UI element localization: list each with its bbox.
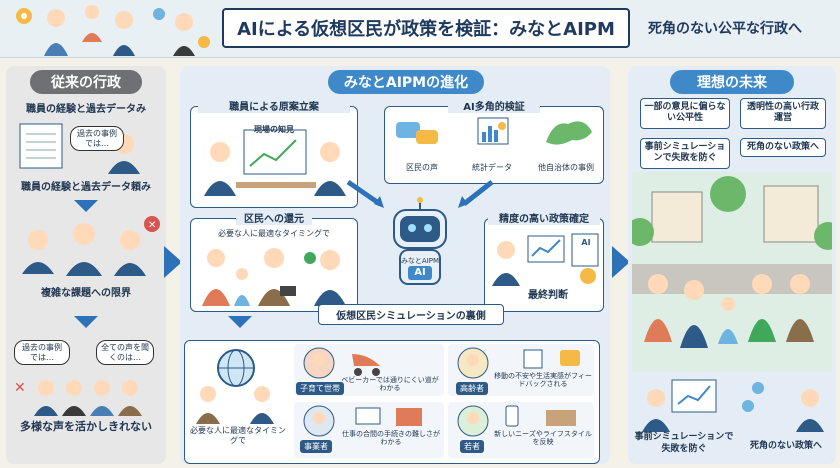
transition-arrow-icon (612, 246, 630, 278)
chat-icon (153, 8, 165, 20)
future-bottom-illustration (642, 379, 824, 432)
sim-note-childcare: ベビーカーでは通りにくい道がわかる (341, 376, 439, 393)
sim-role-childcare: 子育て世帯 (296, 382, 344, 395)
header-band: AIによる仮想区民が政策を検証：みなとAIPM 死角のない公平な行政へ (0, 0, 840, 58)
header-people-left-illustration (16, 5, 210, 56)
future-town-illustration (632, 172, 832, 372)
traditional-heading: 従来の行政 (30, 70, 142, 94)
return-title: 区民への還元 (236, 210, 312, 225)
all-voices-bubble: 全ての声を聞くのは… (96, 340, 154, 366)
draft-board-label: 現場の知見 (254, 125, 294, 134)
policy-final-label: 最終判断 (528, 290, 568, 301)
future-tag-no-blindspot: 死角のない政策へ (740, 138, 826, 158)
draft-title: 職員による原案立案 (198, 98, 350, 113)
future-bottom-left-caption: 事前シミュレーションで失敗を防ぐ (634, 432, 734, 454)
business-avatar (303, 405, 335, 437)
sim-role-youth: 若者 (460, 440, 484, 453)
svg-text:✕: ✕ (148, 220, 156, 231)
aipm-heading: みなとAIPMの進化 (328, 70, 484, 94)
page-subtitle: 死角のない公平な行政へ (648, 21, 802, 37)
policy-chart-label: AI (581, 238, 591, 247)
policy-decision-illustration (492, 233, 599, 286)
traditional-box3-caption: 多様な声を活かしきれない (20, 420, 152, 433)
down-arrow-icon (74, 200, 98, 212)
laptop-shop-icon (355, 407, 422, 426)
page-title: AIによる仮想区民が政策を検証：みなとAIPM (222, 8, 630, 48)
return-subtitle: 必要な人に最適なタイミングで (218, 229, 330, 238)
elderly-avatar (457, 347, 489, 379)
sim-role-business: 事業者 (300, 440, 332, 453)
policy-title: 精度の高い政策確定 (488, 210, 600, 225)
robot-label: みなとAIPM (400, 257, 440, 265)
simulation-title: 仮想区民シミュレーションの裏側 (318, 304, 504, 325)
person-icon (304, 252, 316, 264)
childcare-avatar (303, 347, 335, 379)
future-tag-fairness: 一部の意見に偏らない公平性 (640, 98, 730, 129)
traditional-box1-title: 職員の経験と過去データみ (26, 104, 146, 115)
future-heading: 理想の未来 (670, 70, 794, 94)
future-tag-transparency: 透明性の高い行政運営 (740, 98, 826, 129)
sim-note-youth: 新しいニーズやライフスタイルを反映 (494, 430, 592, 447)
down-arrow-icon (74, 316, 98, 328)
ai-voice-label: 区民の声 (406, 163, 438, 172)
residents-illustration (202, 248, 346, 306)
bus-icon (523, 349, 580, 369)
sim-note-elderly: 移動の不安や生活実感がフィードバックされる (494, 372, 592, 389)
simulation-globe-illustration (196, 349, 274, 424)
past-case-bubble: 過去の事例では… (70, 126, 124, 152)
ai-cases-label: 他自治体の事例 (538, 163, 594, 172)
sim-role-elderly: 高齢者 (456, 382, 488, 395)
check-badge-icon (580, 268, 596, 284)
sim-note-business: 仕事の合間の手続きの難しさがわかる (342, 430, 440, 447)
flow-arrows-illustration (346, 179, 494, 208)
future-bottom-right-caption: 死角のない政策へ (749, 441, 822, 451)
ai-stats-label: 統計データ (472, 163, 512, 172)
map-icon (546, 121, 592, 145)
transition-arrow-icon (164, 246, 182, 278)
traditional-box1-caption: 職員の経験と過去データ頼み (21, 182, 151, 193)
stroller-icon (352, 354, 380, 376)
future-tag-simulation: 事前シミュレーションで失敗を防ぐ (640, 138, 730, 169)
chat-icon (396, 122, 420, 138)
worried-staff-illustration: ✕ (22, 216, 160, 276)
simulation-left-caption: 必要な人に最適なタイミングで (190, 426, 286, 446)
svg-text:✕: ✕ (14, 380, 26, 396)
down-arrow-icon (228, 316, 252, 328)
ai-verification-title: AI多角的検証 (448, 98, 540, 113)
phone-school-icon (505, 405, 576, 427)
error-icon (144, 216, 160, 232)
traditional-box2-caption: 複雑な課題への限界 (41, 288, 131, 299)
past-case-bubble-2: 過去の事例では… (14, 340, 70, 366)
ai-sources-illustration (396, 117, 592, 145)
draft-meeting-illustration (204, 129, 346, 196)
robot-ai-badge: AI (408, 266, 432, 280)
youth-avatar (457, 405, 489, 437)
crowd-illustration: ✕ (14, 380, 142, 416)
